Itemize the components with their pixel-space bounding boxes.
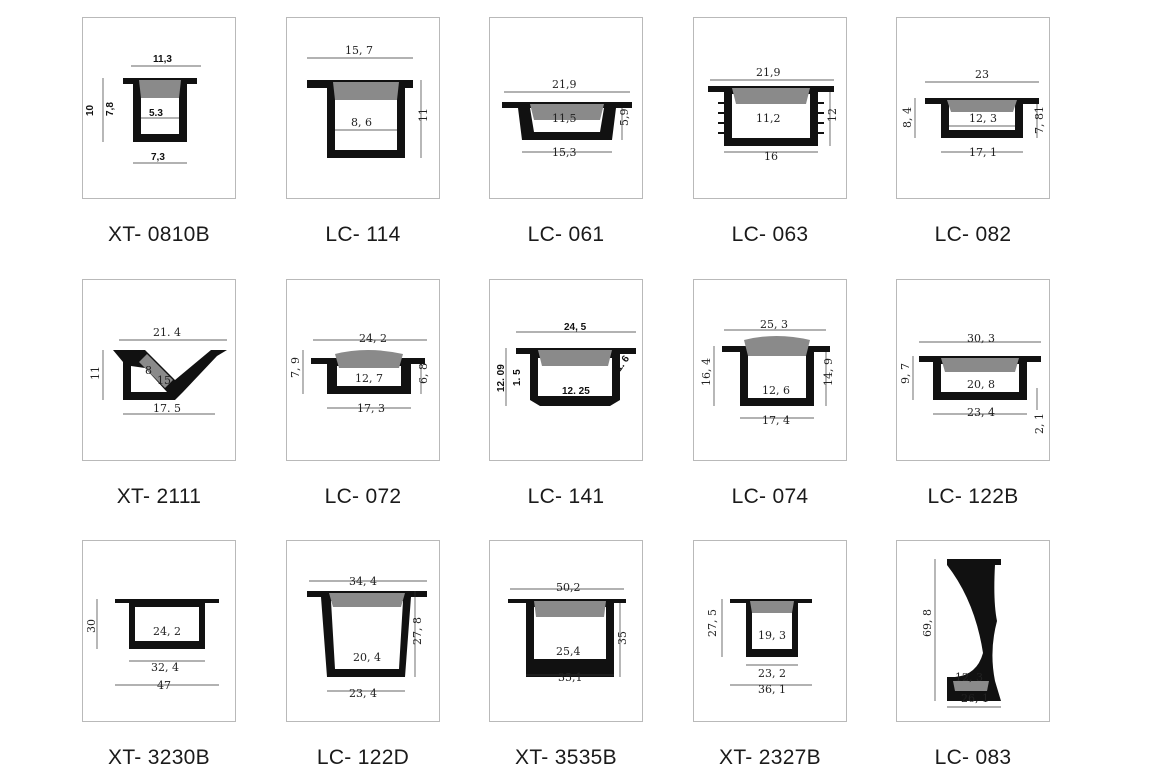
dim-label: 7, 81 bbox=[1033, 106, 1046, 134]
dim-label: 21. 4 bbox=[153, 326, 181, 339]
product-code: LC- 122D bbox=[316, 746, 410, 769]
dim-label: 11 bbox=[417, 108, 430, 122]
dim-label: 1. 5 bbox=[512, 369, 523, 386]
dim-label: 15 bbox=[157, 374, 171, 387]
dim-label: 12 bbox=[826, 108, 839, 122]
product-code: LC- 082 bbox=[934, 223, 1012, 246]
profile-drawing: 69, 8 12, 3 26, 1 bbox=[896, 540, 1050, 722]
dim-label: 25,4 bbox=[556, 645, 581, 658]
profile-drawing: 21. 4 11 8 15 17. 5 bbox=[82, 279, 236, 461]
profile-drawing: 15, 7 8, 6 11 bbox=[286, 17, 440, 199]
dim-label: 11,3 bbox=[153, 54, 172, 65]
product-code: LC- 083 bbox=[934, 746, 1012, 769]
product-code: LC- 114 bbox=[325, 223, 401, 246]
profile-drawing: 23 8, 4 12, 3 7, 81 17, 1 bbox=[896, 17, 1050, 199]
dim-label: 12, 3 bbox=[969, 112, 997, 125]
dim-label: 23 bbox=[975, 68, 989, 81]
dim-label: 8 bbox=[145, 364, 152, 377]
profile-drawing: 11,3 10 7,8 5.3 7,3 bbox=[82, 17, 236, 199]
product-code: LC- 061 bbox=[527, 223, 605, 246]
profile-drawing: 21,9 11,5 5,9 15,3 bbox=[489, 17, 643, 199]
dim-label: 25, 3 bbox=[760, 318, 788, 331]
product-code: XT- 2111 bbox=[116, 485, 202, 508]
product-code: LC- 072 bbox=[324, 485, 402, 508]
profile-drawing: 24, 5 12. 09 1. 5 12. 25 1. 6 bbox=[489, 279, 643, 461]
product-code: XT- 0810B bbox=[108, 223, 210, 246]
dim-label: 35,1 bbox=[558, 671, 583, 684]
dim-label: 24, 2 bbox=[359, 332, 387, 345]
dim-label: 5.3 bbox=[149, 108, 163, 119]
product-code: XT- 2327B bbox=[719, 746, 821, 769]
dim-label: 26, 1 bbox=[961, 692, 989, 705]
dim-label: 12, 7 bbox=[355, 372, 383, 385]
product-code: XT- 3535B bbox=[515, 746, 617, 769]
dim-label: 11,2 bbox=[756, 112, 781, 125]
dim-label: 15,3 bbox=[552, 146, 577, 159]
dim-label: 50,2 bbox=[556, 581, 581, 594]
dim-label: 5,9 bbox=[618, 109, 631, 127]
dim-label: 7,8 bbox=[105, 102, 116, 116]
dim-label: 36, 1 bbox=[758, 683, 786, 696]
profile-drawing: 21,9 11,2 12 16 bbox=[693, 17, 847, 199]
dim-label: 23, 2 bbox=[758, 667, 786, 680]
dim-label: 27, 8 bbox=[411, 617, 424, 645]
dim-label: 17, 3 bbox=[357, 402, 385, 415]
dim-label: 30, 3 bbox=[967, 332, 995, 345]
dim-label: 16 bbox=[764, 150, 778, 163]
profile-drawing: 50,2 35 25,4 35,1 bbox=[489, 540, 643, 722]
dim-label: 34, 4 bbox=[349, 575, 377, 588]
product-code: LC- 122B bbox=[927, 485, 1019, 508]
dim-label: 17, 4 bbox=[762, 414, 790, 427]
product-code: LC- 063 bbox=[731, 223, 809, 246]
dim-label: 11 bbox=[89, 366, 102, 380]
dim-label: 21,9 bbox=[552, 78, 577, 91]
dim-label: 23, 4 bbox=[967, 406, 995, 419]
product-code: LC- 074 bbox=[731, 485, 809, 508]
dim-label: 35 bbox=[616, 631, 629, 645]
dim-label: 23, 4 bbox=[349, 687, 377, 700]
dim-label: 20, 8 bbox=[967, 378, 995, 391]
dim-label: 8, 6 bbox=[351, 116, 372, 129]
dim-label: 69, 8 bbox=[921, 609, 934, 637]
dim-label: 12. 25 bbox=[562, 386, 590, 397]
profile-drawing: 34, 4 27, 8 20, 4 23, 4 bbox=[286, 540, 440, 722]
dim-label: 27, 5 bbox=[706, 609, 719, 637]
dim-label: 7,3 bbox=[151, 152, 165, 163]
product-code: XT- 3230B bbox=[108, 746, 210, 769]
profile-drawing: 30 24, 2 32, 4 47 bbox=[82, 540, 236, 722]
dim-label: 14, 9 bbox=[822, 358, 835, 386]
dim-label: 32, 4 bbox=[151, 661, 179, 674]
profile-drawing: 30, 3 9, 7 20, 8 23, 4 2, 1 bbox=[896, 279, 1050, 461]
dim-label: 17, 1 bbox=[969, 146, 997, 159]
dim-label: 16, 4 bbox=[700, 358, 713, 386]
dim-label: 21,9 bbox=[756, 66, 781, 79]
dim-label: 2, 1 bbox=[1033, 413, 1046, 434]
product-code: LC- 141 bbox=[527, 485, 605, 508]
dim-label: 11,5 bbox=[552, 112, 577, 125]
dim-label: 47 bbox=[157, 679, 171, 692]
dim-label: 9, 7 bbox=[899, 363, 912, 384]
dim-label: 8, 4 bbox=[901, 107, 914, 128]
profile-drawing: 27, 5 19, 3 23, 2 36, 1 bbox=[693, 540, 847, 722]
dim-label: 6, 8 bbox=[417, 363, 430, 384]
dim-label: 12, 3 bbox=[955, 671, 983, 684]
dim-label: 15, 7 bbox=[345, 44, 373, 57]
dim-label: 10 bbox=[85, 104, 96, 116]
dim-label: 17. 5 bbox=[153, 402, 181, 415]
dim-label: 12, 6 bbox=[762, 384, 790, 397]
dim-label: 19, 3 bbox=[758, 629, 786, 642]
dim-label: 24, 5 bbox=[564, 322, 587, 333]
dim-label: 12. 09 bbox=[496, 364, 507, 392]
dim-label: 20, 4 bbox=[353, 651, 381, 664]
dim-label: 24, 2 bbox=[153, 625, 181, 638]
dim-label: 30 bbox=[85, 619, 98, 633]
profile-drawing: 25, 3 16, 4 12, 6 14, 9 17, 4 bbox=[693, 279, 847, 461]
profile-drawing: 24, 2 7, 9 12, 7 6, 8 17, 3 bbox=[286, 279, 440, 461]
dim-label: 7, 9 bbox=[289, 357, 302, 378]
